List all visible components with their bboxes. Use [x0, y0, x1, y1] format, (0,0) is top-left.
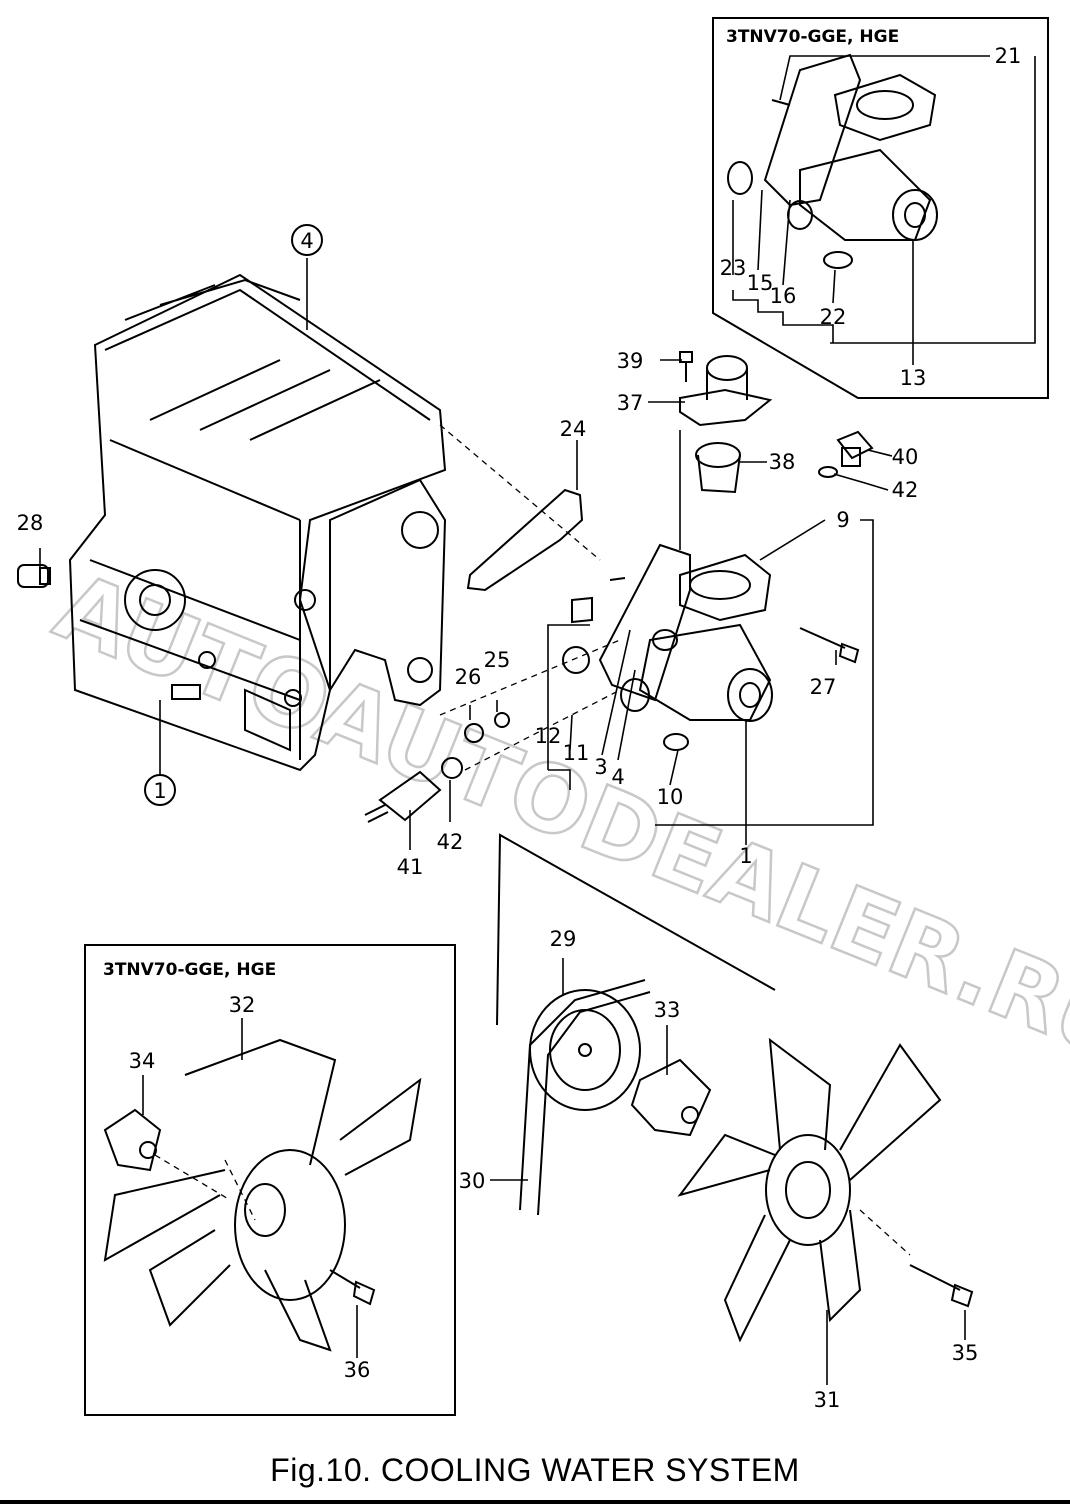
spacer-34-drawing: [103, 1108, 162, 1172]
belt-pulley-drawing: [496, 833, 776, 1216]
fan-32-drawing: [103, 1038, 422, 1352]
callout-34: 34: [129, 1049, 156, 1073]
callout-16: 16: [770, 284, 797, 308]
inset-top-frame: [712, 17, 1049, 399]
bolt-36-drawing: [329, 1269, 376, 1306]
sensor-41-drawing: [364, 712, 510, 823]
figure-title: Fig.10. COOLING WATER SYSTEM: [270, 1452, 800, 1488]
bolt-27-drawing: [799, 627, 860, 664]
bottom-rule: [0, 1500, 1070, 1504]
callout-15: 15: [747, 271, 774, 295]
callout-29: 29: [550, 927, 577, 951]
callout-9: 9: [836, 508, 849, 532]
callout-11: 11: [563, 741, 590, 765]
callout-25: 25: [484, 648, 511, 672]
fan-31-drawing: [677, 1037, 942, 1343]
thermostat-drawing: [695, 442, 741, 494]
bolt-39-drawing: [679, 351, 693, 382]
callout-22: 22: [820, 305, 847, 329]
callout-10: 10: [657, 785, 684, 809]
plug-40-drawing: [818, 430, 874, 478]
bolt-35-drawing: [909, 1264, 974, 1308]
callout-39: 39: [617, 349, 644, 373]
callout-31: 31: [814, 1388, 841, 1412]
callout-4-circle: 4: [300, 229, 313, 253]
thermostat-cover-drawing: [679, 355, 773, 427]
callout-4: 4: [611, 765, 624, 789]
exploded-dash-lines: [154, 424, 911, 1256]
callout-37: 37: [617, 391, 644, 415]
water-pump-drawing: [562, 543, 773, 751]
callout-40: 40: [892, 445, 919, 469]
callout-41: 41: [397, 855, 424, 879]
callout-33: 33: [654, 998, 681, 1022]
callout-21: 21: [995, 44, 1022, 68]
engine-block-drawing: [68, 273, 447, 772]
callout-35: 35: [952, 1341, 979, 1365]
callout-12: 12: [535, 724, 562, 748]
plug-28-drawing: [17, 564, 51, 588]
callout-13: 13: [900, 366, 927, 390]
callout-42-bottom: 42: [437, 830, 464, 854]
watermark: AUTOAUTODEALER.RU: [42, 553, 1070, 1083]
callout-1: 1: [739, 844, 752, 868]
inset-top-caption: 3TNV70-GGE, HGE: [726, 27, 899, 47]
callout-30: 30: [459, 1169, 486, 1193]
callout-38: 38: [769, 450, 796, 474]
gasket-24-drawing: [466, 488, 584, 592]
callout-23: 23: [720, 256, 747, 280]
callout-24: 24: [560, 417, 587, 441]
leader-lines: [39, 55, 1036, 1385]
callout-26: 26: [455, 665, 482, 689]
spacer-33-drawing: [630, 1058, 712, 1137]
callout-28: 28: [17, 511, 44, 535]
inset-bottom-frame: [84, 944, 456, 1416]
inset-bottom-caption: 3TNV70-GGE, HGE: [103, 960, 276, 980]
callout-32: 32: [229, 993, 256, 1017]
callout-3: 3: [594, 755, 607, 779]
callout-42-top: 42: [892, 478, 919, 502]
callout-1-circle: 1: [153, 779, 166, 803]
callout-27: 27: [810, 675, 837, 699]
callout-36: 36: [344, 1358, 371, 1382]
